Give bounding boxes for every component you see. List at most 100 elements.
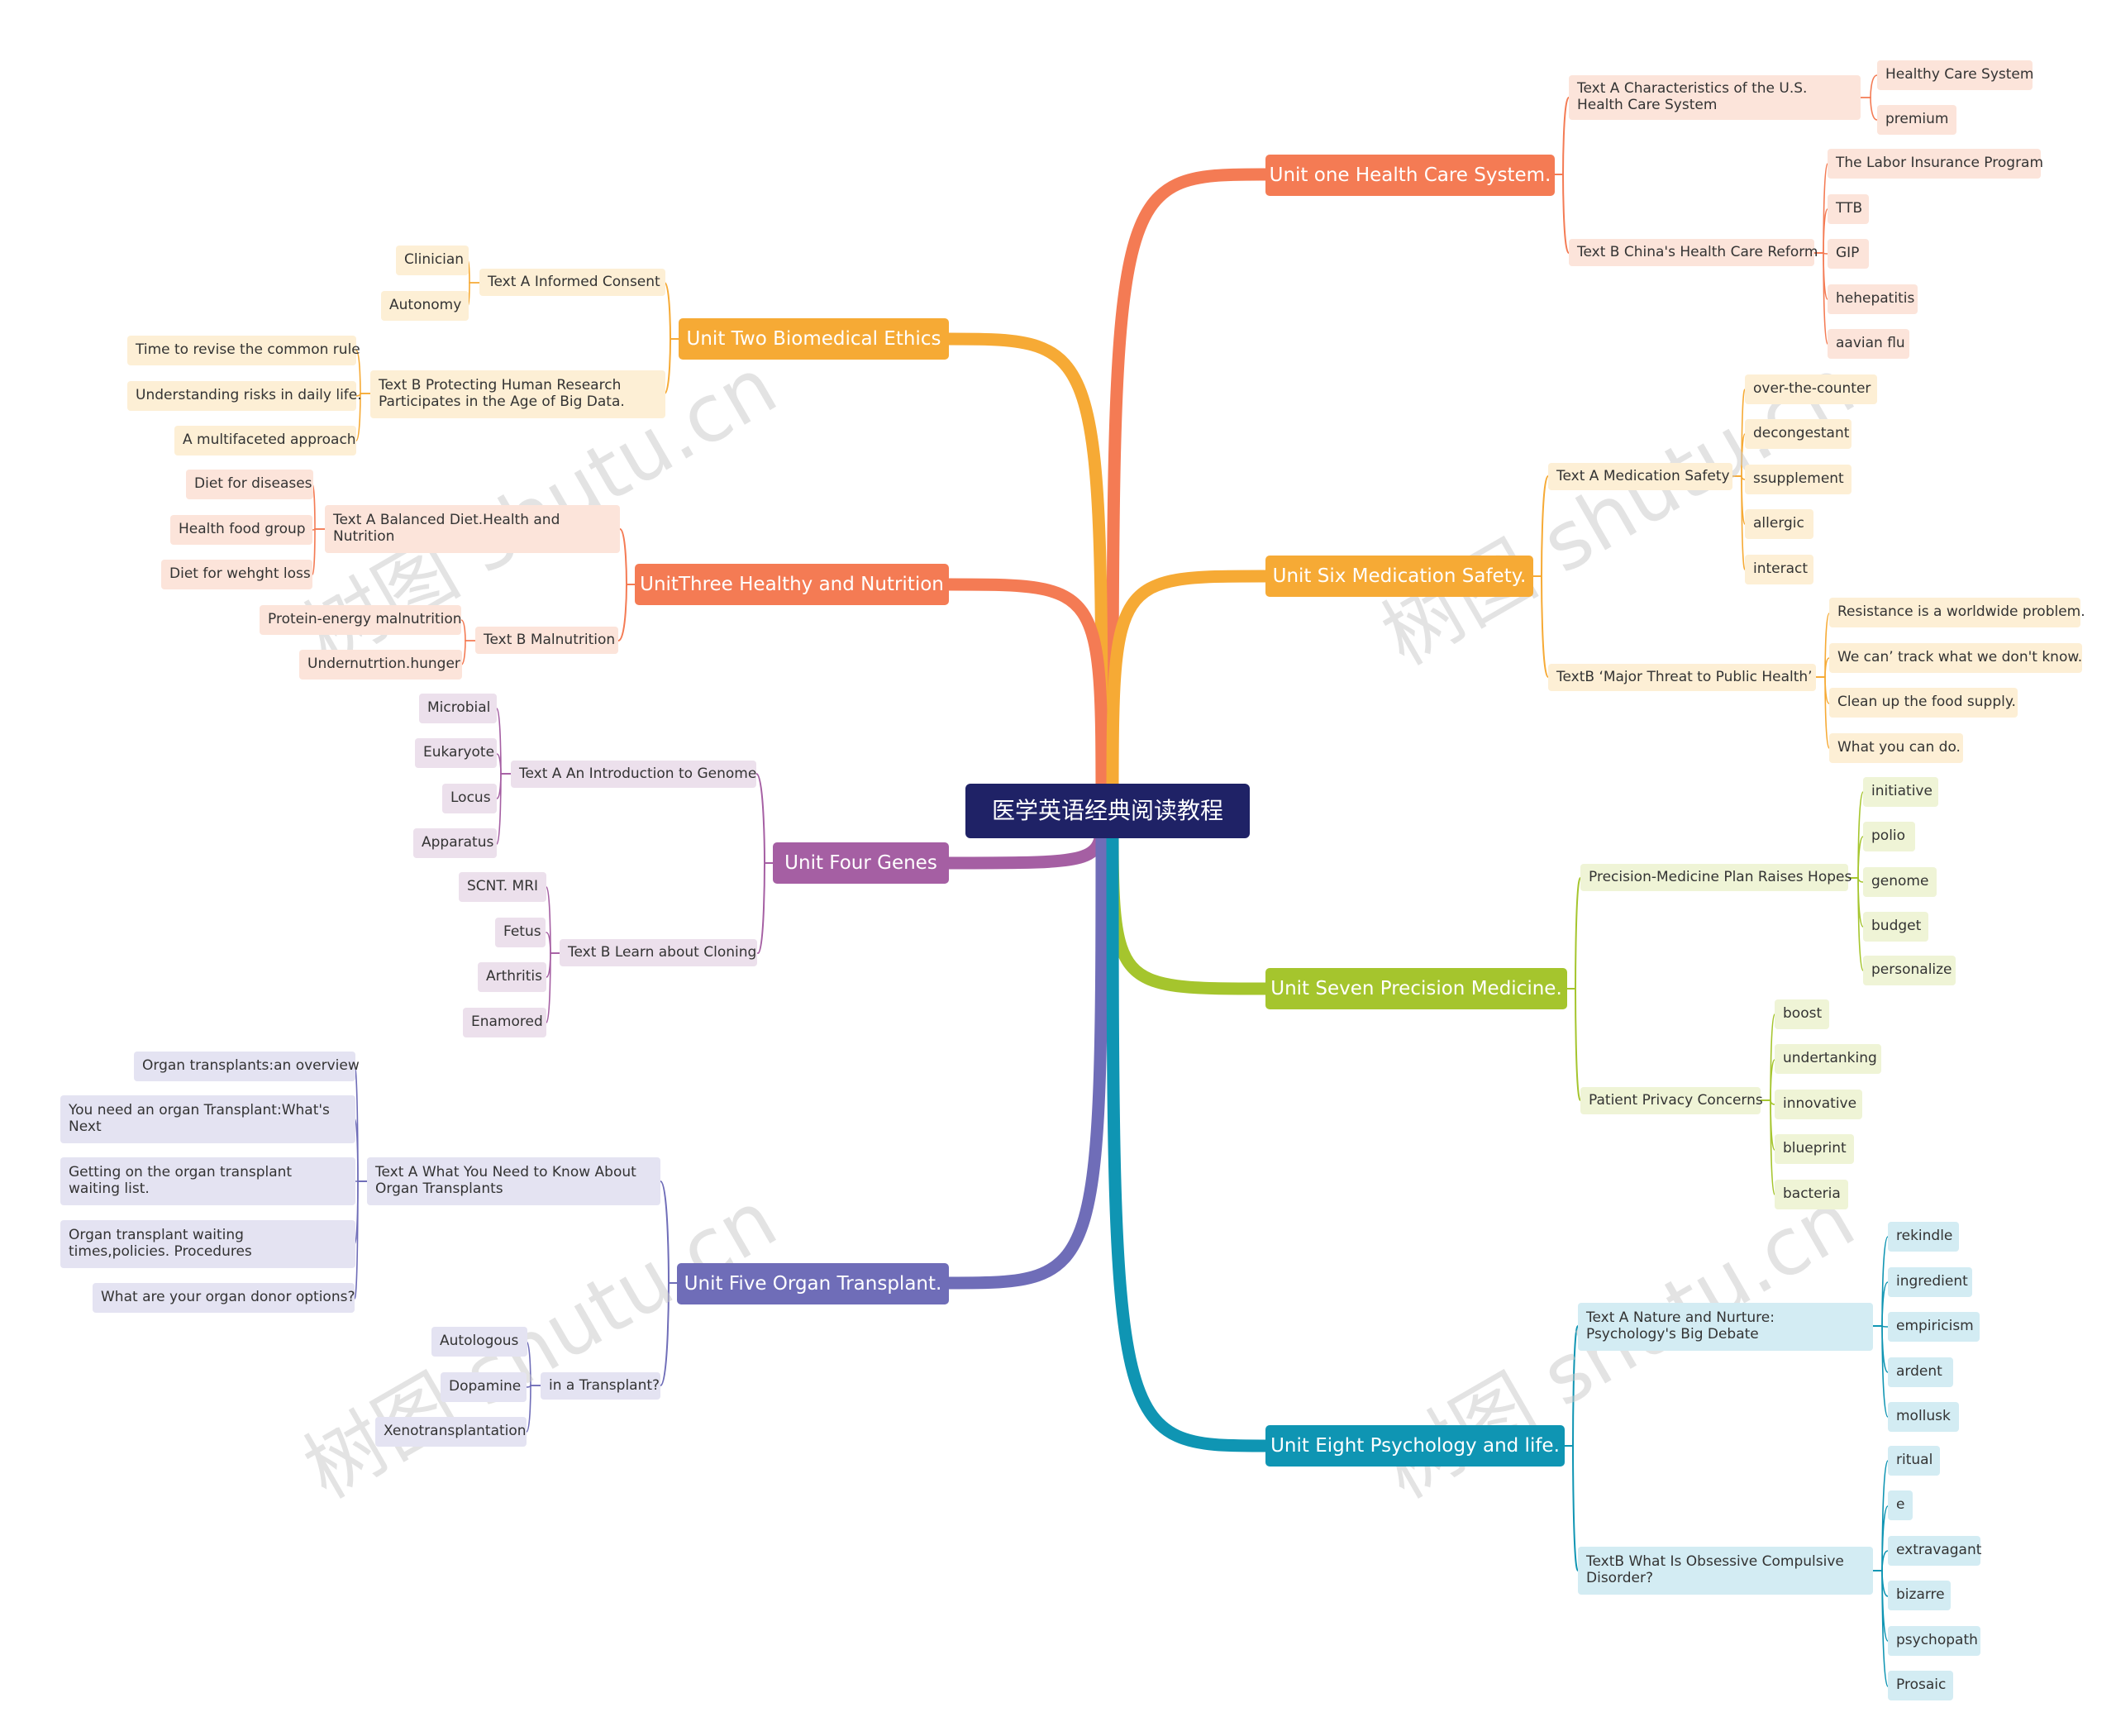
unit-5-text-2-item-3-node[interactable]: Xenotransplantation xyxy=(375,1417,527,1447)
unit-6-text-1-node[interactable]: Text A Medication Safety xyxy=(1548,463,1732,490)
leaf-branch-line xyxy=(1872,1281,1889,1327)
unit-1-text-2-item-2-node[interactable]: TTB xyxy=(1828,194,1869,224)
unit-3-text-2-item-2-node[interactable]: Undernutrtion.hunger xyxy=(299,650,462,680)
unit-1-text-2-item-1-node[interactable]: The Labor Insurance Program xyxy=(1828,149,2043,179)
unit-7-text-2-node[interactable]: Patient Privacy Concerns xyxy=(1580,1087,1763,1114)
leaf-branch-line xyxy=(1760,1013,1775,1101)
sub-branch-line xyxy=(664,282,679,340)
unit-6-text-1-item-2-node[interactable]: decongestant xyxy=(1745,419,1852,449)
unit-3-node[interactable]: UnitThree Healthy and Nutrition xyxy=(635,564,949,605)
unit-6-text-1-item-4-node[interactable]: allergic xyxy=(1745,509,1813,539)
unit-1-text-2-node[interactable]: Text B China's Health Care Reform xyxy=(1569,239,1818,266)
unit-4-text-1-item-2-node[interactable]: Eukaryote xyxy=(415,738,497,768)
unit-2-text-1-node[interactable]: Text A Informed Consent xyxy=(479,269,665,296)
unit-1-node[interactable]: Unit one Health Care System. xyxy=(1265,155,1555,196)
unit-7-text-2-item-1-node[interactable]: boost xyxy=(1775,999,1829,1029)
unit-7-text-2-item-4-node[interactable]: blueprint xyxy=(1775,1134,1854,1164)
unit-5-text-1-node[interactable]: Text A What You Need to Know About Organ… xyxy=(367,1157,660,1205)
unit-8-text-1-node[interactable]: Text A Nature and Nurture: Psychology's … xyxy=(1578,1303,1873,1351)
unit-8-text-2-node[interactable]: TextB What Is Obsessive Compulsive Disor… xyxy=(1578,1547,1873,1595)
unit-2-text-2-item-3-node[interactable]: A multifaceted approach xyxy=(174,426,356,455)
unit-5-node[interactable]: Unit Five Organ Transplant. xyxy=(677,1263,949,1304)
unit-8-text-2-item-2-node[interactable]: e xyxy=(1888,1490,1913,1520)
unit-1-text-2-item-3-node[interactable]: GIP xyxy=(1828,239,1869,269)
unit-5-text-1-item-5-node[interactable]: What are your organ donor options? xyxy=(93,1283,355,1313)
unit-6-text-2-node[interactable]: TextB ‘Major Threat to Public Health’ xyxy=(1548,664,1816,691)
unit-2-text-1-item-2-node[interactable]: Autonomy xyxy=(381,291,469,321)
unit-7-text-1-item-5-node[interactable]: personalize xyxy=(1863,956,1956,985)
unit-8-text-2-item-5-node[interactable]: psychopath xyxy=(1888,1626,1980,1656)
unit-8-text-2-item-6-node[interactable]: Prosaic xyxy=(1888,1671,1953,1700)
unit-5-text-1-item-2-node[interactable]: You need an organ Transplant:What's Next xyxy=(60,1095,355,1143)
unit-3-text-1-item-1-node[interactable]: Diet for diseases xyxy=(186,470,313,499)
unit-6-text-2-item-2-node[interactable]: We can’ track what we don't know. xyxy=(1829,643,2082,673)
leaf-branch-line xyxy=(467,260,480,284)
unit-5-text-2-item-1-node[interactable]: Autologous xyxy=(431,1327,527,1357)
unit-8-text-1-item-2-node[interactable]: ingredient xyxy=(1888,1267,1972,1297)
leaf-branch-line xyxy=(1732,475,1746,525)
unit-4-text-1-node[interactable]: Text A An Introduction to Genome xyxy=(511,761,756,788)
unit-8-node[interactable]: Unit Eight Psychology and life. xyxy=(1265,1425,1565,1467)
unit-2-text-1-item-1-node[interactable]: Clinician xyxy=(396,246,469,275)
unit-7-node[interactable]: Unit Seven Precision Medicine. xyxy=(1265,968,1567,1009)
unit-1-text-1-item-2-node[interactable]: premium xyxy=(1877,105,1956,135)
unit-2-text-2-item-1-node[interactable]: Time to revise the common rule xyxy=(127,336,360,365)
leaf-branch-line xyxy=(1872,1550,1889,1571)
unit-4-text-2-item-2-node[interactable]: Fetus xyxy=(495,918,546,947)
unit-4-text-2-item-1-node[interactable]: SCNT. MRI xyxy=(459,872,546,902)
unit-7-text-2-item-5-node[interactable]: bacteria xyxy=(1775,1180,1848,1209)
unit-5-text-1-item-4-node[interactable]: Organ transplant waiting times,policies.… xyxy=(60,1220,355,1268)
unit-4-text-2-item-3-node[interactable]: Arthritis xyxy=(478,962,546,992)
leaf-branch-line xyxy=(1872,1505,1889,1571)
unit-4-text-1-item-3-node[interactable]: Locus xyxy=(442,784,497,813)
unit-7-text-1-node[interactable]: Precision-Medicine Plan Raises Hopes xyxy=(1580,864,1852,891)
unit-2-text-2-node[interactable]: Text B Protecting Human Research Partici… xyxy=(370,370,665,418)
unit-4-node[interactable]: Unit Four Genes xyxy=(773,842,949,884)
unit-7-text-1-item-4-node[interactable]: budget xyxy=(1863,912,1928,942)
unit-3-text-1-node[interactable]: Text A Balanced Diet.Health and Nutritio… xyxy=(325,505,620,553)
unit-1-text-1-node[interactable]: Text A Characteristics of the U.S. Healt… xyxy=(1569,75,1861,120)
unit-3-text-2-item-1-node[interactable]: Protein-energy malnutrition xyxy=(260,605,462,635)
unit-3-text-2-node[interactable]: Text B Malnutrition xyxy=(475,627,618,654)
unit-8-text-1-item-3-node[interactable]: empiricism xyxy=(1888,1312,1980,1342)
unit-1-text-2-item-4-node[interactable]: hehepatitis xyxy=(1828,284,1918,314)
unit-4-text-1-item-1-node[interactable]: Microbial xyxy=(419,694,497,723)
leaf-branch-line xyxy=(312,484,326,530)
unit-8-text-1-item-1-node[interactable]: rekindle xyxy=(1888,1222,1959,1252)
unit-8-text-2-item-4-node[interactable]: bizarre xyxy=(1888,1581,1951,1610)
unit-6-text-2-item-1-node[interactable]: Resistance is a worldwide problem. xyxy=(1829,598,2085,627)
unit-5-text-1-item-3-node[interactable]: Getting on the organ transplant waiting … xyxy=(60,1157,355,1205)
unit-7-text-2-item-2-node[interactable]: undertanking xyxy=(1775,1044,1881,1074)
unit-4-text-2-node[interactable]: Text B Learn about Cloning xyxy=(560,939,757,966)
unit-6-text-1-item-1-node[interactable]: over-the-counter xyxy=(1745,374,1877,404)
unit-4-text-2-item-4-node[interactable]: Enamored xyxy=(463,1008,546,1037)
unit-6-text-1-item-5-node[interactable]: interact xyxy=(1745,555,1813,584)
unit-2-node[interactable]: Unit Two Biomedical Ethics xyxy=(679,318,949,360)
unit-7-text-1-item-1-node[interactable]: initiative xyxy=(1863,777,1938,807)
unit-7-text-1-item-2-node[interactable]: polio xyxy=(1863,822,1915,851)
unit-3-text-1-item-2-node[interactable]: Health food group xyxy=(170,515,312,545)
unit-8-text-1-item-4-node[interactable]: ardent xyxy=(1888,1357,1953,1387)
unit-5-text-2-item-2-node[interactable]: Dopamine xyxy=(441,1372,527,1402)
sub-branch-line xyxy=(757,862,774,954)
unit-6-node[interactable]: Unit Six Medication Safety. xyxy=(1265,556,1533,597)
root-node[interactable]: 医学英语经典阅读教程 xyxy=(965,784,1250,838)
unit-2-text-2-item-2-node[interactable]: Understanding risks in daily life. xyxy=(127,381,362,411)
unit-7-text-2-item-3-node[interactable]: innovative xyxy=(1775,1090,1862,1119)
unit-8-text-2-item-1-node[interactable]: ritual xyxy=(1888,1446,1940,1476)
unit-6-text-2-item-4-node[interactable]: What you can do. xyxy=(1829,733,1963,763)
leaf-branch-line xyxy=(546,886,560,954)
unit-8-text-1-item-5-node[interactable]: mollusk xyxy=(1888,1402,1959,1432)
unit-5-text-1-item-1-node[interactable]: Organ transplants:an overview xyxy=(134,1052,360,1081)
unit-7-text-1-item-3-node[interactable]: genome xyxy=(1863,867,1937,897)
leaf-branch-line xyxy=(496,753,512,775)
unit-1-text-1-item-1-node[interactable]: Healthy Care System xyxy=(1877,60,2033,90)
unit-8-text-2-item-3-node[interactable]: extravagant xyxy=(1888,1536,1981,1566)
unit-3-text-1-item-3-node[interactable]: Diet for wehght loss xyxy=(161,560,312,589)
sub-branch-line xyxy=(1564,1325,1579,1447)
unit-1-text-2-item-5-node[interactable]: aavian flu xyxy=(1828,329,1909,359)
unit-6-text-1-item-3-node[interactable]: ssupplement xyxy=(1745,465,1852,494)
unit-4-text-1-item-4-node[interactable]: Apparatus xyxy=(413,828,497,858)
unit-5-text-2-node[interactable]: in a Transplant? xyxy=(541,1372,660,1400)
unit-6-text-2-item-3-node[interactable]: Clean up the food supply. xyxy=(1829,688,2018,718)
